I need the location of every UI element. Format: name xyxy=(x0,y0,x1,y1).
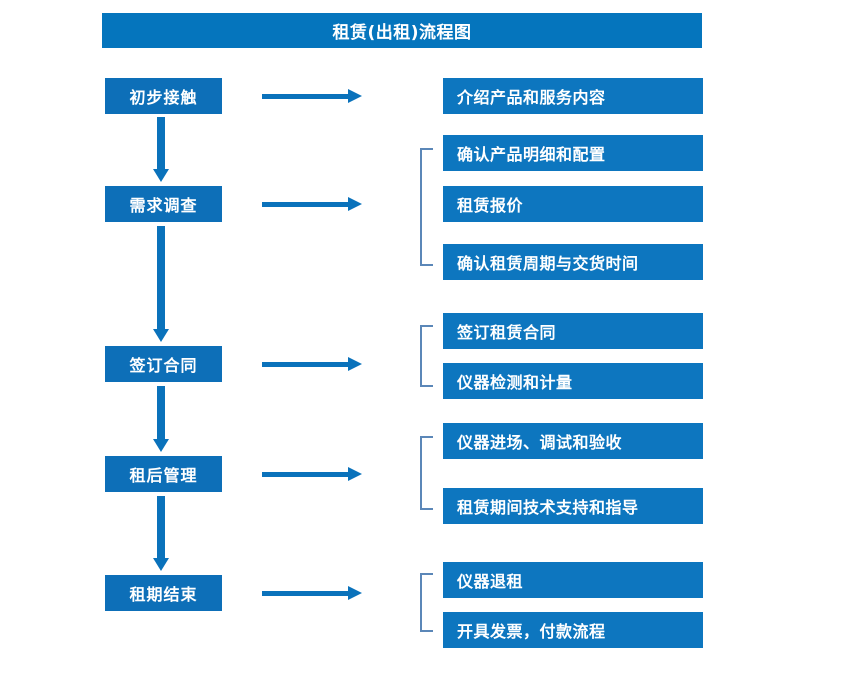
detail-box-confirm-product-spec[interactable]: 确认产品明细和配置 xyxy=(443,135,703,171)
detail-box-instrument-delivery-commissioning[interactable]: 仪器进场、调试和验收 xyxy=(443,423,703,459)
arrow-stage-2-to-details xyxy=(262,197,362,211)
detail-box-rental-quotation[interactable]: 租赁报价 xyxy=(443,186,703,222)
bracket-group-contract xyxy=(420,325,433,387)
diagram-title: 租赁(出租)流程图 xyxy=(102,13,702,48)
bracket-group-closing xyxy=(420,573,433,632)
arrow-stage-3-to-details xyxy=(262,357,362,371)
arrow-step-3-to-4 xyxy=(153,386,169,452)
arrow-step-4-to-5 xyxy=(153,496,169,571)
detail-box-sign-rental-contract[interactable]: 签订租赁合同 xyxy=(443,313,703,349)
stage-box-initial-contact[interactable]: 初步接触 xyxy=(105,78,222,114)
stage-box-requirement-survey[interactable]: 需求调查 xyxy=(105,186,222,222)
detail-box-confirm-period-delivery[interactable]: 确认租赁周期与交货时间 xyxy=(443,244,703,280)
arrow-stage-1-to-details xyxy=(262,89,362,103)
detail-box-instrument-inspection[interactable]: 仪器检测和计量 xyxy=(443,363,703,399)
detail-box-technical-support[interactable]: 租赁期间技术支持和指导 xyxy=(443,488,703,524)
detail-box-invoice-payment[interactable]: 开具发票，付款流程 xyxy=(443,612,703,648)
stage-box-sign-contract[interactable]: 签订合同 xyxy=(105,346,222,382)
arrow-step-1-to-2 xyxy=(153,117,169,182)
arrow-stage-5-to-details xyxy=(262,586,362,600)
stage-box-rental-end[interactable]: 租期结束 xyxy=(105,575,222,611)
bracket-group-requirements xyxy=(420,148,433,266)
stage-box-post-rental-management[interactable]: 租后管理 xyxy=(105,456,222,492)
arrow-stage-4-to-details xyxy=(262,467,362,481)
arrow-step-2-to-3 xyxy=(153,226,169,342)
detail-box-instrument-return[interactable]: 仪器退租 xyxy=(443,562,703,598)
detail-box-introduce-products[interactable]: 介绍产品和服务内容 xyxy=(443,78,703,114)
bracket-group-aftercare xyxy=(420,436,433,510)
